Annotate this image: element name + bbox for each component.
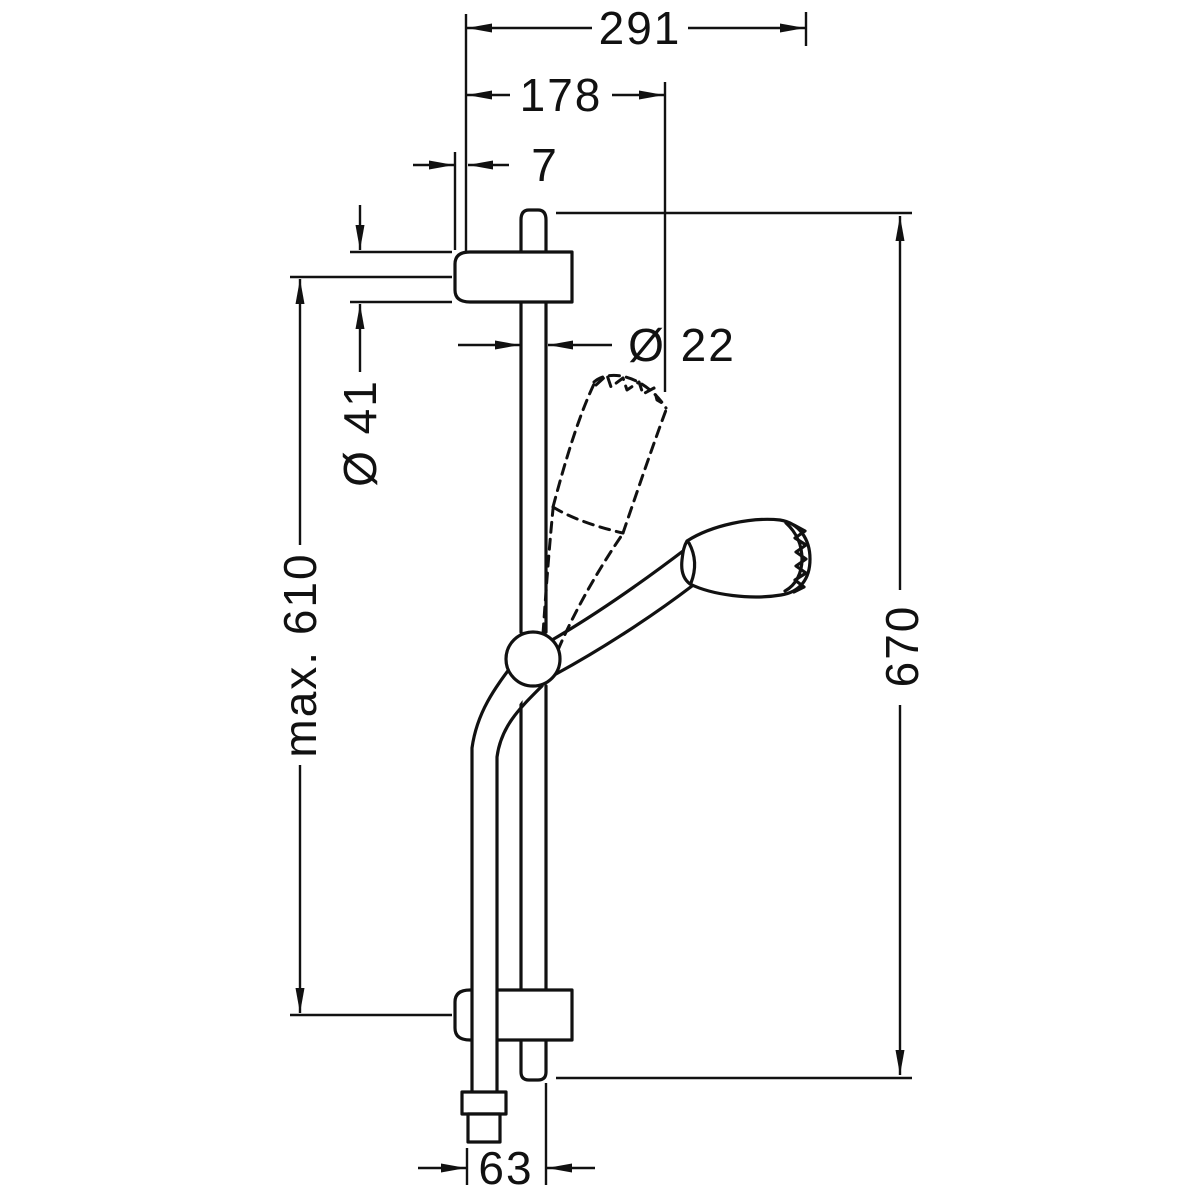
- dashed-head-cap: [592, 373, 668, 410]
- dashed-head-left-edge: [551, 382, 596, 509]
- handle-lower-edge: [554, 584, 694, 676]
- rail-top-cap: [519, 208, 548, 254]
- head-joint-line: [687, 541, 697, 585]
- rail-bottom-cap: [519, 1038, 548, 1082]
- dashed-handle-right-edge: [556, 533, 624, 652]
- dimension-63: 63: [418, 1142, 595, 1194]
- hose-right-edge: [495, 684, 544, 1094]
- shower-hose: [460, 662, 544, 1144]
- shower-rail-assembly: [453, 208, 812, 1144]
- slider-joint: [504, 630, 562, 688]
- dimension-670: 670: [876, 216, 928, 1075]
- dimension-label-7: 7: [531, 139, 559, 191]
- wall-bracket-top: [453, 250, 574, 304]
- hose-left-edge: [470, 662, 515, 1094]
- dimension-label-178: 178: [520, 69, 603, 121]
- dimensions: 291 178 7 Ø 22 Ø 41: [274, 2, 928, 1194]
- dimension-label-291: 291: [599, 2, 682, 54]
- shower-head: [680, 517, 812, 599]
- rail-lower-segment: [519, 684, 548, 992]
- hose-connector-nut: [460, 1090, 508, 1116]
- dimension-label-dia-41: Ø 41: [334, 379, 386, 487]
- dimension-dia-22: Ø 22: [458, 319, 736, 371]
- dashed-handle-left-edge: [541, 507, 555, 636]
- dashed-head-right-edge: [621, 408, 668, 535]
- slide-bar: [519, 208, 548, 1082]
- dimension-max-610: max. 610: [274, 279, 326, 1013]
- dimension-291: 291: [467, 2, 805, 54]
- dimension-label-670: 670: [876, 605, 928, 688]
- rail-upper-segment: [519, 300, 548, 634]
- handle-upper-edge: [550, 546, 689, 642]
- hand-shower-dashed-position: [541, 373, 668, 652]
- spray-face-serration: [792, 523, 808, 594]
- dimension-178: 178: [467, 69, 664, 121]
- dashed-spray-face-serration: [594, 373, 666, 406]
- dimension-dia-41: Ø 41: [334, 205, 386, 487]
- spray-face-inner-arc: [783, 521, 804, 593]
- dimension-7: 7: [413, 139, 559, 191]
- dimension-label-63: 63: [478, 1142, 533, 1194]
- hose-connector-tube: [466, 1112, 502, 1144]
- hand-shower: [550, 517, 812, 676]
- dimension-label-dia-22: Ø 22: [628, 319, 736, 371]
- dashed-head-base-joint: [551, 505, 625, 535]
- dimension-label-max-610: max. 610: [274, 552, 326, 757]
